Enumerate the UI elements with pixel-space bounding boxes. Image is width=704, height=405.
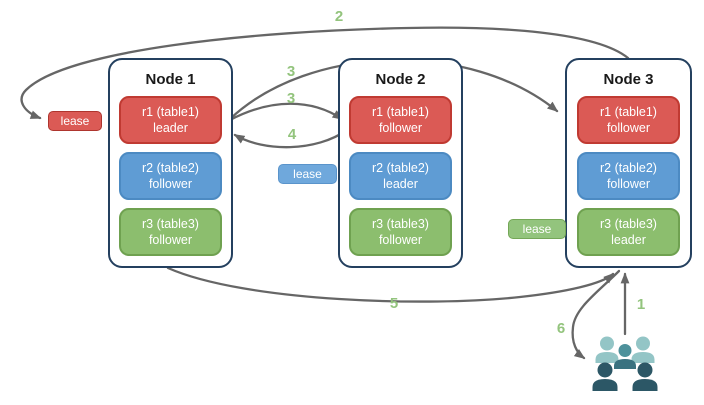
step-label-2: 2: [334, 8, 344, 25]
step-label-3a: 3: [286, 63, 296, 80]
users-middle-person: [614, 344, 636, 369]
replica-role: follower: [148, 233, 193, 247]
step-label-5: 5: [389, 295, 399, 312]
replica-range: r2 (table2): [600, 160, 657, 175]
replica-r3-node1: r3 (table3) follower: [119, 208, 222, 256]
step-label-3b: 3: [286, 90, 296, 107]
replica-role: follower: [378, 233, 423, 247]
lease-badge-r3: lease: [508, 219, 566, 239]
replica-role: follower: [148, 177, 193, 191]
replica-range: r3 (table3): [372, 216, 429, 231]
replica-range: r3 (table3): [600, 216, 657, 231]
replica-range: r2 (table2): [372, 160, 429, 175]
replica-r2-node1: r2 (table2) follower: [119, 152, 222, 200]
node-3: Node 3 r1 (table1) follower r2 (table2) …: [565, 58, 692, 268]
replica-range: r3 (table3): [142, 216, 199, 231]
replica-r1-node1: r1 (table1) leader: [119, 96, 222, 144]
replica-role: follower: [606, 121, 651, 135]
replica-role: leader: [383, 177, 418, 191]
replica-range: r1 (table1): [600, 104, 657, 119]
lease-badge-r1: lease: [48, 111, 102, 131]
replica-role: follower: [606, 177, 651, 191]
replica-r2-node3: r2 (table2) follower: [577, 152, 680, 200]
lease-label: lease: [522, 222, 552, 236]
lease-label: lease: [293, 167, 322, 181]
node-title: Node 1: [145, 71, 196, 88]
node-1: Node 1 r1 (table1) leader r2 (table2) fo…: [108, 58, 233, 268]
lease-badge-r2: lease: [278, 164, 337, 184]
replica-r2-node2: r2 (table2) leader: [349, 152, 452, 200]
node-title: Node 3: [603, 71, 654, 88]
replica-role: leader: [153, 121, 188, 135]
replica-range: r1 (table1): [372, 104, 429, 119]
replica-r3-node3: r3 (table3) leader: [577, 208, 680, 256]
users-group-icon: [592, 336, 658, 391]
replica-role: follower: [378, 121, 423, 135]
replica-r3-node2: r3 (table3) follower: [349, 208, 452, 256]
lease-label: lease: [60, 114, 90, 128]
node-title: Node 2: [375, 71, 426, 88]
step-label-4: 4: [287, 126, 297, 143]
replica-r1-node2: r1 (table1) follower: [349, 96, 452, 144]
step-label-1: 1: [636, 296, 646, 313]
replica-role: leader: [611, 233, 646, 247]
users-front-row: [592, 362, 658, 391]
step-label-6: 6: [556, 320, 566, 337]
replica-range: r1 (table1): [142, 104, 199, 119]
node-2: Node 2 r1 (table1) follower r2 (table2) …: [338, 58, 463, 268]
replica-r1-node3: r1 (table1) follower: [577, 96, 680, 144]
users-back-row: [595, 336, 655, 363]
replica-range: r2 (table2): [142, 160, 199, 175]
